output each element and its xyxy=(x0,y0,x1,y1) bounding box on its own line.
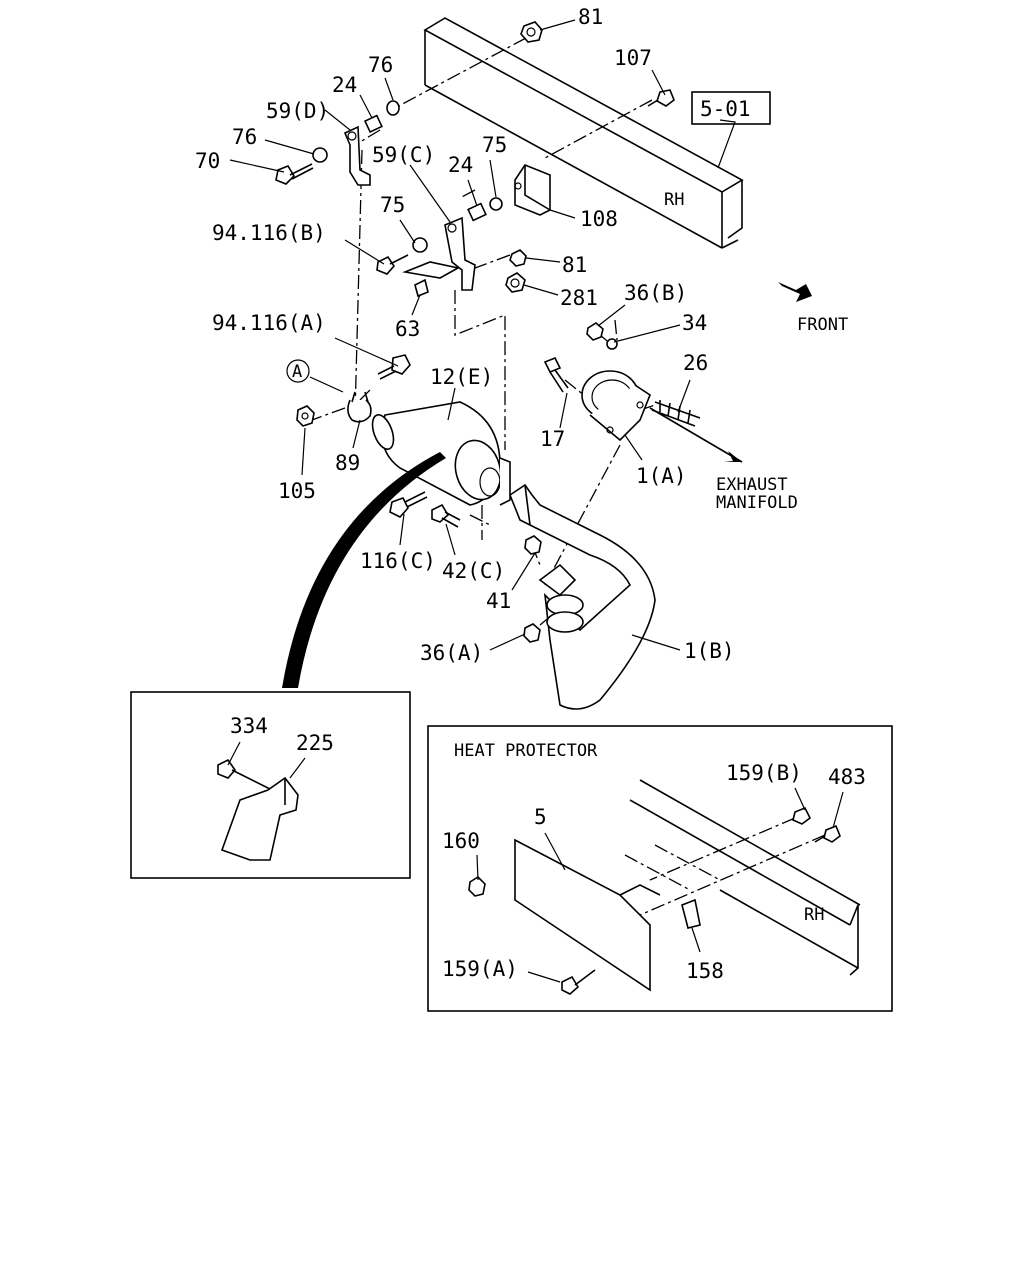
label-exhaust: EXHAUST xyxy=(716,475,788,495)
washer-75-right xyxy=(489,197,503,211)
bolt-94-116b xyxy=(376,254,409,275)
label-70: 70 xyxy=(195,149,220,173)
frame-rail-top xyxy=(423,17,744,249)
label-26: 26 xyxy=(683,351,708,375)
label-81-mid: 81 xyxy=(562,253,587,277)
label-105: 105 xyxy=(278,479,316,503)
bracket-59d xyxy=(343,125,371,186)
label-41: 41 xyxy=(486,589,511,613)
bolt-107 xyxy=(647,89,675,107)
label-107: 107 xyxy=(614,46,652,70)
heat-protector-box xyxy=(427,725,893,1012)
nut-281 xyxy=(505,272,526,293)
label-334: 334 xyxy=(230,714,268,738)
label-17: 17 xyxy=(540,427,565,451)
washer-75-left xyxy=(412,237,428,253)
bolt-42c xyxy=(431,503,461,528)
nut-41 xyxy=(524,535,542,555)
nut-81-top xyxy=(520,21,543,43)
ref-box-5-01 xyxy=(691,91,771,125)
detail-box-left xyxy=(130,691,411,879)
bolt-17 xyxy=(543,356,569,393)
label-81-top: 81 xyxy=(578,5,603,29)
label-158: 158 xyxy=(686,959,724,983)
label-75-right: 75 xyxy=(482,133,507,157)
label-12e: 12(E) xyxy=(430,365,493,389)
washer-34 xyxy=(606,338,618,350)
callout-a-circle xyxy=(286,359,344,393)
label-59c: 59(C) xyxy=(372,143,435,167)
label-281: 281 xyxy=(560,286,598,310)
label-159b: 159(B) xyxy=(726,761,802,785)
label-160: 160 xyxy=(442,829,480,853)
label-89: 89 xyxy=(335,451,360,475)
bracket-59c xyxy=(444,216,476,291)
label-rh-box: RH xyxy=(804,905,824,925)
exhaust-manifold-arrow xyxy=(649,407,743,463)
label-24-mid: 24 xyxy=(448,153,473,177)
nut-36b xyxy=(586,322,604,341)
label-94-116b: 94.116(B) xyxy=(212,221,326,245)
label-159a: 159(A) xyxy=(442,957,518,981)
label-24-top: 24 xyxy=(332,73,357,97)
plate-63 xyxy=(402,261,461,298)
label-manifold: MANIFOLD xyxy=(716,493,798,513)
leader-lines xyxy=(227,19,844,983)
label-heat-protector: HEAT PROTECTOR xyxy=(454,741,598,761)
callout-labels: 81 107 5-01 76 24 59(D) 76 70 59(C) 24 7… xyxy=(195,5,866,983)
label-75-left: 75 xyxy=(380,193,405,217)
nut-81-mid xyxy=(509,249,527,267)
label-76-top: 76 xyxy=(368,53,393,77)
pipe-1a-flange xyxy=(581,370,651,442)
clamp-89 xyxy=(347,391,372,423)
collar-24-top xyxy=(363,114,383,134)
label-42c: 42(C) xyxy=(442,559,505,583)
label-a: A xyxy=(292,362,302,382)
label-1a: 1(A) xyxy=(636,464,687,488)
washer-76-top xyxy=(386,100,400,116)
label-rh-top: RH xyxy=(664,190,684,210)
front-arrow-icon xyxy=(778,282,812,302)
label-76-left: 76 xyxy=(232,125,257,149)
label-5-01: 5-01 xyxy=(700,97,751,121)
label-34: 34 xyxy=(682,311,707,335)
label-483: 483 xyxy=(828,765,866,789)
label-59d: 59(D) xyxy=(266,99,329,123)
washer-76-left xyxy=(312,147,328,163)
label-36a: 36(A) xyxy=(420,641,483,665)
label-front: FRONT xyxy=(797,315,848,335)
bracket-108 xyxy=(514,164,551,216)
bolt-70 xyxy=(275,163,314,185)
nut-105 xyxy=(296,405,315,427)
detail-callout-arc xyxy=(282,452,446,688)
label-108: 108 xyxy=(580,207,618,231)
label-116c: 116(C) xyxy=(360,549,436,573)
label-225: 225 xyxy=(296,731,334,755)
label-94-116a: 94.116(A) xyxy=(212,311,326,335)
bolt-116c xyxy=(389,491,428,518)
bolt-94-116a xyxy=(377,354,411,380)
collar-24-mid xyxy=(467,202,487,222)
label-5: 5 xyxy=(534,805,547,829)
label-36b: 36(B) xyxy=(624,281,687,305)
label-1b: 1(B) xyxy=(684,639,735,663)
pipe-1b xyxy=(509,483,656,710)
label-63: 63 xyxy=(395,317,420,341)
nut-36a xyxy=(523,623,541,643)
